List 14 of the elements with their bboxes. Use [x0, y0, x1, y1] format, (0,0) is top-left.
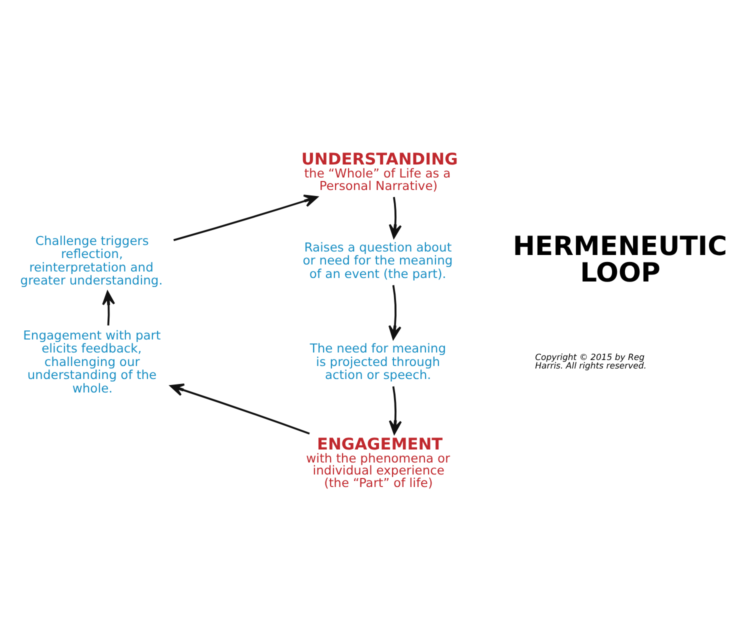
node-text: ENGAGEMENT with the phenomena or individual experience (the “Part” of life)	[306, 434, 450, 490]
arrow	[388, 196, 402, 238]
node-text: Engagement with part elicits feedback, challenging our understanding of the whole.	[23, 328, 161, 396]
node-text: The need for meaning is projected through action or speech.	[310, 342, 446, 382]
arrow	[388, 284, 402, 340]
label: HERMENEUTIC LOOP	[512, 231, 728, 289]
node-text: Challenge triggers reflection, reinterpretation and greater understanding.	[20, 234, 163, 288]
arrow	[173, 194, 318, 242]
arrow	[170, 384, 310, 434]
label: Copyright © 2015 by Reg Harris. All rights reserved.	[535, 353, 646, 372]
node-text: UNDERSTANDING the “Whole” of Life as a Personal Narrative)	[301, 149, 458, 193]
arrow	[388, 386, 402, 434]
arrow	[102, 290, 116, 326]
node-text: Raises a question about or need for the meaning of an event (the part).	[302, 240, 453, 281]
